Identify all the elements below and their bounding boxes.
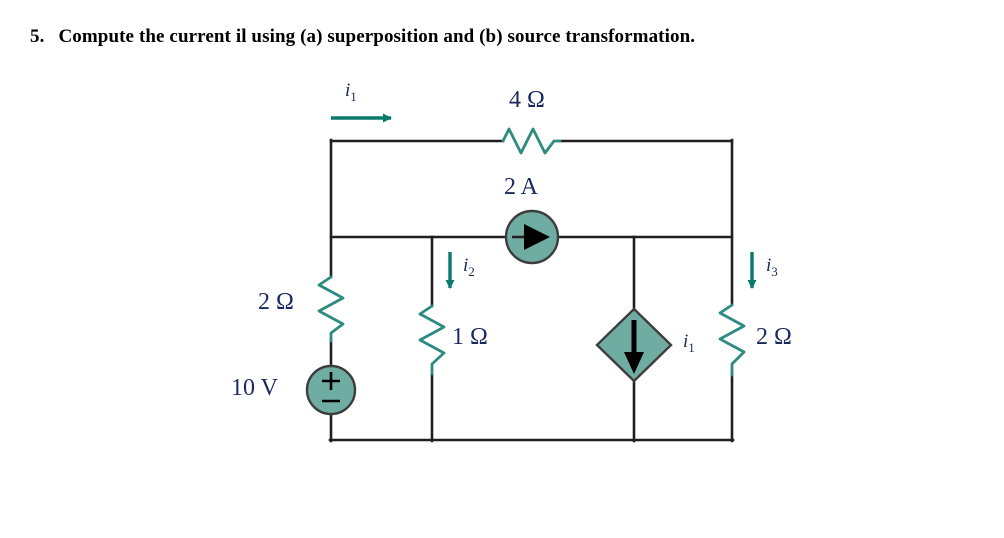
- resistor-4-ohm: [501, 127, 562, 155]
- i1-sub: 1: [350, 88, 357, 104]
- dsrc-base: i: [683, 331, 689, 352]
- i3-sub: 3: [771, 263, 778, 279]
- problem-number: 5.: [30, 26, 45, 47]
- current-source-2a: [504, 209, 560, 265]
- label-current-i3: i3: [766, 255, 778, 280]
- label-voltage-source-10v: 10 V: [231, 375, 278, 401]
- dependent-current-source: [595, 307, 673, 383]
- i2-base: i: [463, 255, 469, 276]
- label-resistor-2-ohm-right: 2 Ω: [756, 324, 792, 350]
- i1-base: i: [345, 80, 351, 101]
- i3-base: i: [766, 255, 772, 276]
- resistor-2-ohm-left: [317, 275, 345, 343]
- label-current-source-2a: 2 A: [504, 174, 539, 200]
- dependent-source-arrowhead: [624, 352, 644, 374]
- i2-sub: 2: [468, 263, 475, 279]
- label-resistor-2-ohm-left: 2 Ω: [258, 289, 294, 315]
- label-current-i2: i2: [463, 255, 475, 280]
- label-resistor-1-ohm: 1 Ω: [452, 324, 488, 350]
- resistor-2-ohm-right: [718, 303, 746, 377]
- problem-text: Compute the current il using (a) superpo…: [58, 26, 696, 47]
- circuit-wires: [328, 138, 735, 443]
- label-dependent-source-i1: i1: [683, 331, 695, 356]
- label-current-i1: i1: [345, 80, 357, 105]
- voltage-source-10v: [305, 364, 357, 416]
- label-resistor-4-ohm: 4 Ω: [509, 87, 545, 113]
- dsrc-sub: 1: [688, 339, 695, 355]
- problem-statement: 5. Compute the current il using (a) super…: [30, 26, 695, 48]
- current-source-arrowhead: [524, 224, 550, 250]
- resistor-1-ohm: [418, 304, 446, 376]
